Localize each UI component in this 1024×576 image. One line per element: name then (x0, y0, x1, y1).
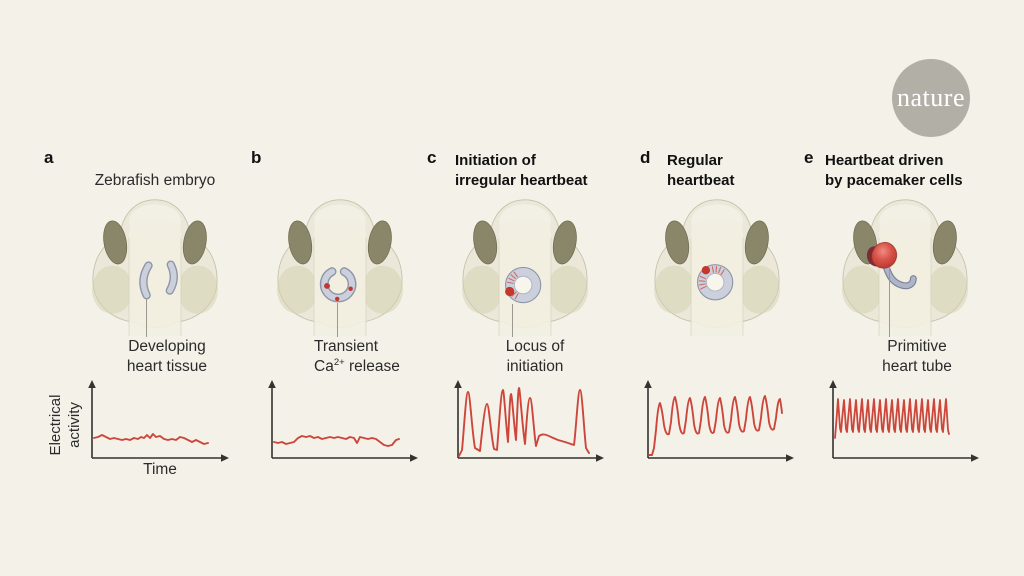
electrical-activity-trace (834, 398, 950, 439)
panel-letter-a: a (44, 148, 54, 167)
trace-plot-b (268, 380, 418, 462)
heart-ring (504, 266, 542, 304)
x-axis-arrow (410, 454, 418, 462)
panel-d-title: Regular heartbeat (667, 151, 735, 191)
panel-letter-d: d (640, 148, 651, 167)
x-axis-arrow (971, 454, 979, 462)
locus-of-initiation-dot (505, 286, 515, 297)
y-axis-label-line1: Electrical (47, 394, 64, 456)
panel-c-pointer-label-line2: initiation (506, 357, 564, 375)
x-axis-arrow (786, 454, 794, 462)
ca-symbol: Ca (314, 357, 334, 375)
panel-a-pointer-label-line1: Developing (128, 338, 206, 355)
zebrafish-embryo-a-illustration (91, 199, 219, 336)
pointer-line-b (336, 303, 338, 337)
panel-e-title: Heartbeat driven by pacemaker cells (825, 151, 963, 191)
y-axis-arrow (644, 380, 652, 388)
electrical-activity-trace (648, 395, 783, 456)
panel-a-pointer-label-line2: heart tissue (126, 357, 208, 375)
panel-e-pointer-label-line1: Primitive (887, 338, 947, 355)
panel-letter-b: b (251, 148, 262, 167)
panel-letter-c: c (427, 148, 437, 167)
primitive-heart-tube (866, 241, 917, 290)
panel-b-pointer-label-line1: Transient (314, 338, 379, 355)
panel-d-title-line1: Regular (667, 152, 723, 169)
zebrafish-embryo-e-illustration (841, 199, 969, 336)
calcium-dot (334, 296, 340, 302)
electrical-activity-trace (93, 433, 209, 445)
panel-e-title-line1: Heartbeat driven (825, 152, 944, 169)
nature-logo-text: nature (897, 83, 965, 112)
x-axis-label: Time (143, 461, 177, 478)
panel-c-title-line1: Initiation of (455, 152, 536, 169)
pointer-line-c (511, 304, 513, 337)
y-axis-arrow (88, 380, 96, 388)
ca-superscript: 2+ (333, 356, 345, 368)
calcium-dot (324, 282, 330, 289)
panel-letter-e: e (804, 148, 814, 167)
panel-d-title-line2: heartbeat (667, 172, 735, 189)
trace-plot-d (644, 380, 794, 462)
heart-ring (696, 264, 734, 301)
x-axis-arrow (221, 454, 229, 462)
heart-horseshoe (319, 267, 357, 303)
zebrafish-embryo-c-illustration (461, 199, 589, 336)
nature-logo: nature (892, 59, 970, 137)
panel-c-pointer-label-line1: Locus of (505, 338, 565, 355)
zebrafish-embryo-d-illustration (653, 199, 781, 336)
developing-heart-tissue-crescents (139, 260, 178, 300)
activation-ripples (698, 266, 725, 290)
electrical-activity-trace (273, 435, 400, 447)
release-text: release (344, 357, 400, 375)
electrical-activity-trace (458, 387, 590, 457)
panel-e-title-line2: by pacemaker cells (825, 172, 963, 189)
panel-e-pointer-label: Primitive heart tube (857, 337, 977, 376)
x-axis-arrow (596, 454, 604, 462)
trace-plot-a (88, 380, 229, 462)
panel-c-title: Initiation of irregular heartbeat (455, 151, 588, 191)
zebrafish-embryo-b-illustration (276, 199, 404, 336)
y-axis-arrow (829, 380, 837, 388)
trace-plot-c (454, 380, 604, 462)
panel-c-title-line2: irregular heartbeat (455, 172, 588, 189)
pointer-line-a (145, 298, 147, 337)
panel-e-pointer-label-line2: heart tube (882, 357, 952, 375)
panel-b-pointer-label-line2: Ca2+ release (314, 357, 424, 377)
y-axis-arrow (268, 380, 276, 388)
panel-a-subtitle: Zebrafish embryo (94, 172, 216, 189)
panel-a-pointer-label: Developing heart tissue (107, 337, 227, 376)
calcium-dot (348, 286, 353, 291)
panel-c-pointer-label: Locus of initiation (480, 337, 590, 376)
pacemaker-dot (701, 266, 711, 275)
trace-plot-e (829, 380, 979, 462)
panel-b-pointer-label: Transient Ca2+ release (314, 337, 424, 376)
activation-ripples (507, 271, 519, 300)
y-axis-arrow (454, 380, 462, 388)
pointer-line-e (888, 267, 890, 337)
